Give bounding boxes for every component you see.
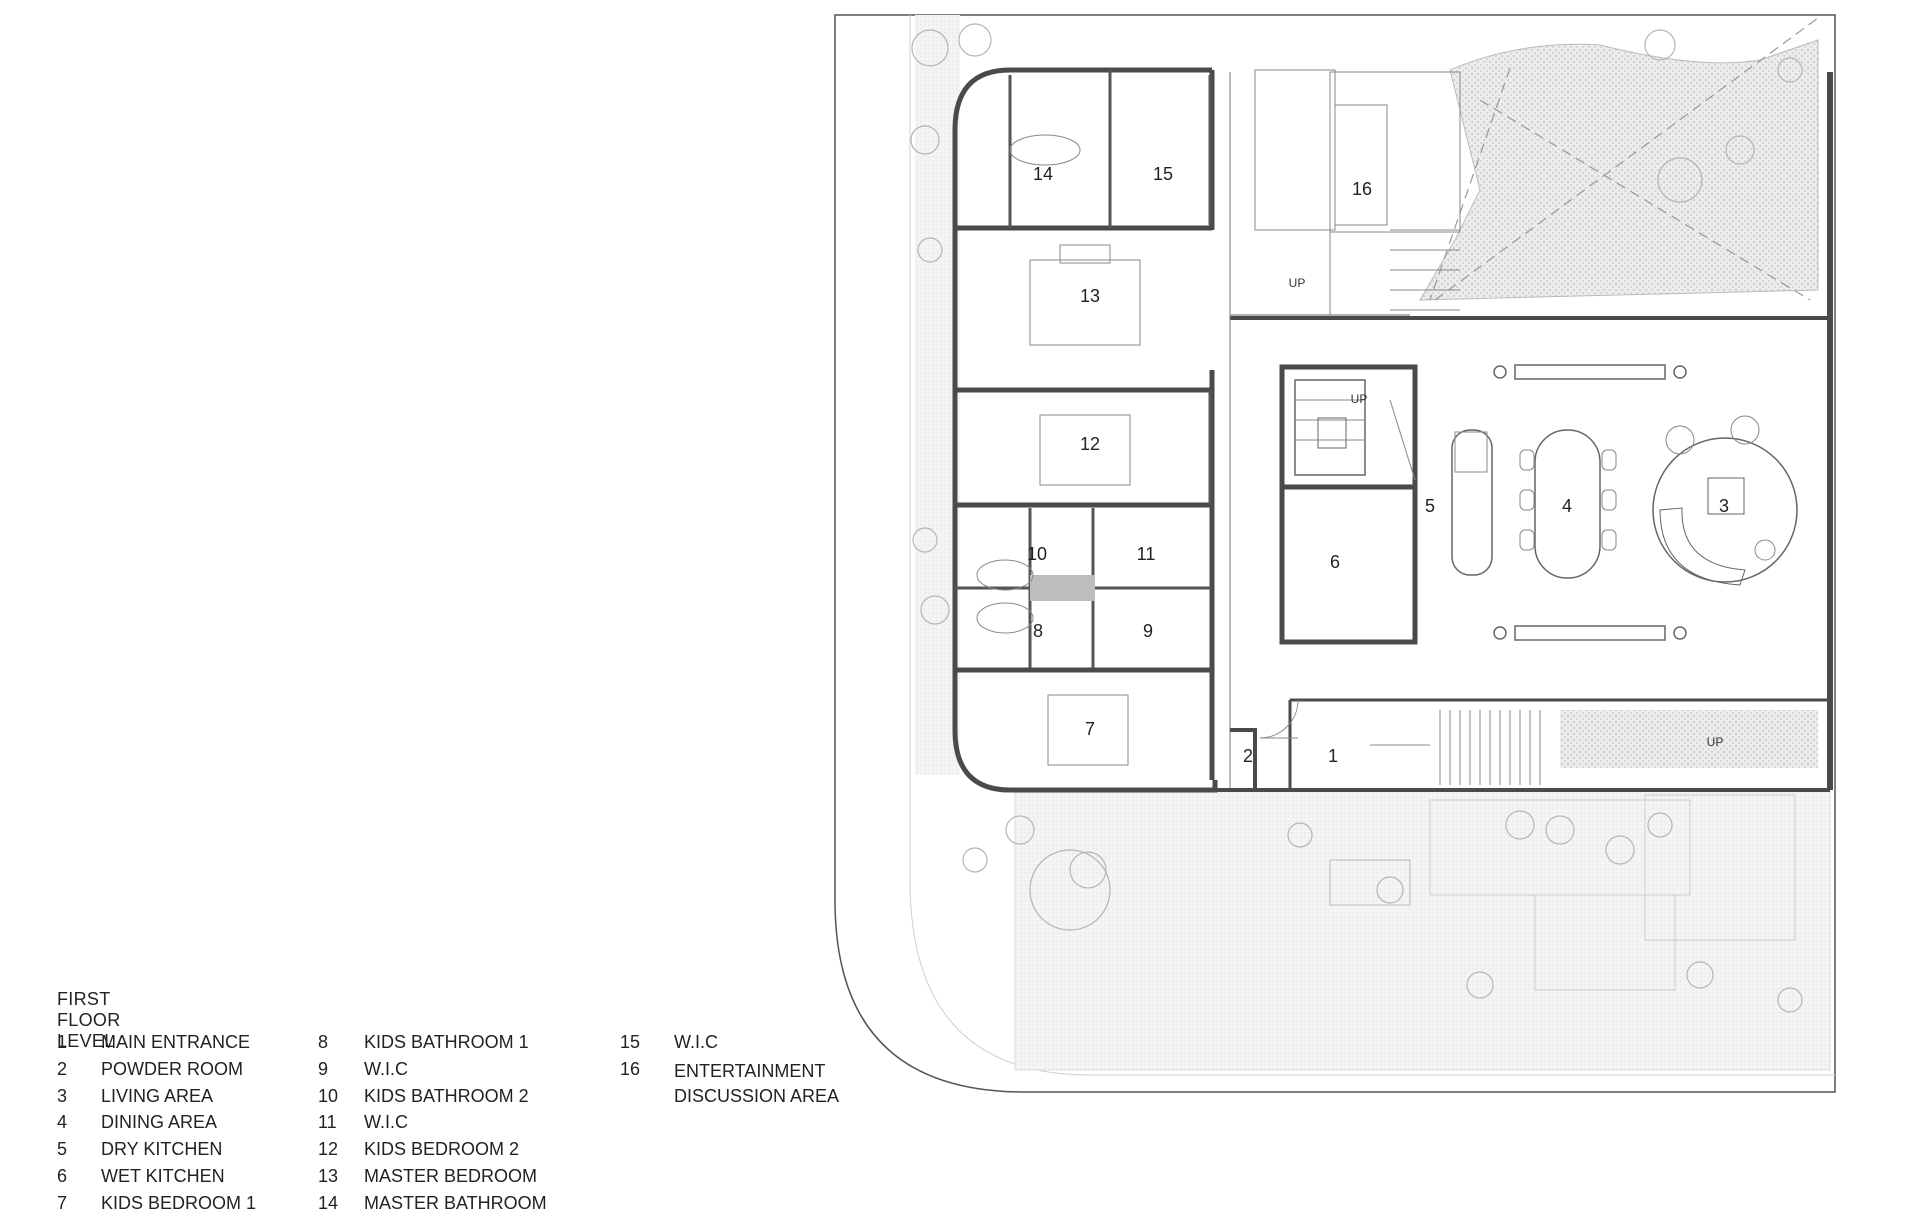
trees xyxy=(910,23,1803,1013)
garden-zone xyxy=(1419,39,1819,301)
up-label-stair-core: UP xyxy=(1351,392,1368,406)
legend-title: FIRST FLOOR LEVEL xyxy=(57,989,121,1051)
room-number-7: 7 xyxy=(1085,719,1095,739)
site-boundary xyxy=(834,14,1836,1093)
room-number-16: 16 xyxy=(1352,179,1372,199)
room-number-1: 1 xyxy=(1328,746,1338,766)
room-number-15: 15 xyxy=(1153,164,1173,184)
room-number-9: 9 xyxy=(1143,621,1153,641)
room-number-4: 4 xyxy=(1562,496,1572,516)
room-number-13: 13 xyxy=(1080,286,1100,306)
site-inner-line xyxy=(909,15,1835,1076)
room-number-5: 5 xyxy=(1425,496,1435,516)
building-walls xyxy=(952,67,1218,793)
room-number-2: 2 xyxy=(1243,746,1253,766)
room-number-11: 11 xyxy=(1137,544,1156,564)
room-number-10: 10 xyxy=(1027,544,1047,564)
up-label-front-steps: UP xyxy=(1707,735,1724,749)
up-label-stair-north: UP xyxy=(1289,276,1306,290)
room-number-8: 8 xyxy=(1033,621,1043,641)
lawn-front xyxy=(1014,789,1831,1071)
room-number-12: 12 xyxy=(1080,434,1100,454)
room-number-6: 6 xyxy=(1330,552,1340,572)
room-number-14: 14 xyxy=(1033,164,1053,184)
garden-bed-front xyxy=(1560,710,1818,768)
room-number-3: 3 xyxy=(1719,496,1729,516)
room-labels: 1 2 3 4 5 6 7 8 9 10 11 12 13 14 15 16 xyxy=(1027,164,1729,766)
